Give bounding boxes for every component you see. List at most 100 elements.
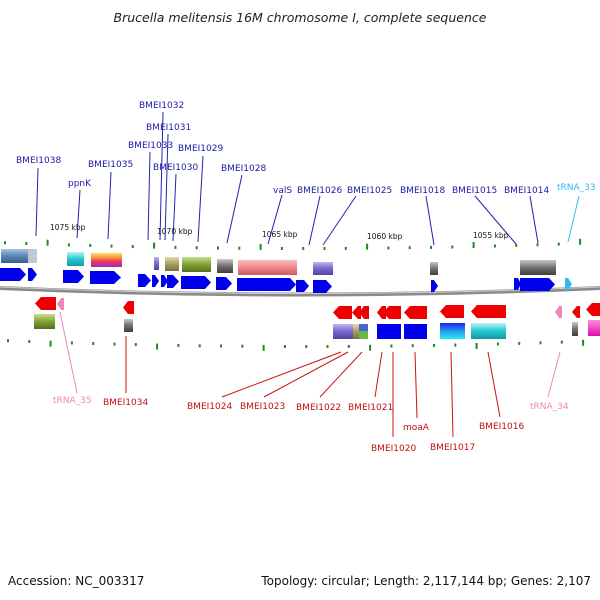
label-bmei1023[interactable]: BMEI1023 (240, 402, 285, 412)
feature-block (333, 324, 353, 339)
reverse-gene-arrow (123, 301, 134, 314)
scale-tick (110, 244, 113, 248)
label-bmei1022[interactable]: BMEI1022 (296, 403, 341, 413)
scale-tick (302, 247, 305, 250)
chromosome-backbone-highlight (0, 286, 600, 294)
trna33-leader (567, 195, 580, 243)
scale-tick (496, 342, 499, 346)
scale-tick (557, 242, 560, 246)
scale-tick (344, 246, 347, 250)
scale-tick (433, 343, 435, 347)
scale-tick (49, 340, 52, 347)
forward-gene-arrows (0, 268, 555, 293)
reverse-gene-arrows (35, 297, 600, 319)
scale-tick (515, 243, 518, 247)
feature-block (430, 262, 438, 275)
label-bmei1026[interactable]: BMEI1026 (297, 186, 342, 196)
scale-tick (475, 343, 478, 349)
forward-gene-arrow (138, 274, 151, 287)
scale-tick (198, 344, 201, 348)
scale-tick (134, 343, 137, 347)
scale-ticks-bottom (7, 339, 585, 351)
label-bmei1024[interactable]: BMEI1024 (187, 402, 232, 412)
scale-tick (46, 239, 49, 246)
scale-tick (366, 243, 369, 250)
forward-gene-arrow (514, 278, 521, 290)
feature-block (404, 324, 427, 339)
feature-block (124, 319, 133, 332)
scale-tick (7, 339, 9, 343)
feature-block (217, 259, 233, 273)
scale-tick (582, 339, 585, 346)
label-bmei1034[interactable]: BMEI1034 (103, 398, 148, 408)
scale-tick (518, 341, 521, 345)
forward-gene-arrow (152, 275, 159, 287)
scale-tick (67, 243, 70, 247)
label-trna-34[interactable]: tRNA_34 (530, 402, 569, 412)
forward-gene-arrow (0, 268, 26, 281)
feature-block (377, 324, 401, 339)
scale-tick (472, 242, 475, 248)
forward-gene-arrow (181, 276, 211, 289)
scale-tick (153, 242, 156, 249)
scale-tick (454, 343, 457, 347)
scale-ticks-top (4, 238, 582, 250)
label-bmei1025[interactable]: BMEI1025 (347, 186, 392, 196)
scale-tick (326, 345, 329, 348)
chromosome-backbone (0, 286, 600, 297)
label-bmei1014[interactable]: BMEI1014 (504, 186, 549, 196)
forward-gene-arrow (167, 275, 179, 288)
reverse-gene-arrow (572, 306, 580, 318)
reverse-gene-arrow (35, 297, 56, 310)
label-bmei1030[interactable]: BMEI1030 (153, 163, 198, 173)
label-trna-33[interactable]: tRNA_33 (557, 183, 596, 193)
scale-tick (217, 246, 219, 250)
scale-label-1075: 1075 kbp (50, 223, 86, 232)
scale-tick (408, 246, 411, 250)
reverse-gene-arrow (471, 305, 506, 318)
scale-tick (347, 344, 350, 348)
reverse-gene-arrow (440, 305, 464, 318)
label-ppnk[interactable]: ppnK (68, 179, 92, 189)
feature-block (154, 257, 159, 270)
scale-tick (390, 344, 393, 348)
label-vals[interactable]: valS (273, 186, 292, 196)
scale-tick (280, 247, 283, 250)
scale-tick (241, 344, 244, 348)
label-bmei1035[interactable]: BMEI1035 (88, 160, 133, 170)
label-bmei1018[interactable]: BMEI1018 (400, 186, 445, 196)
forward-gene-arrow (63, 270, 84, 283)
forward-gene-arrow (520, 278, 555, 291)
scale-tick (4, 241, 6, 245)
label-moaa[interactable]: moaA (403, 423, 430, 433)
scale-tick (113, 342, 116, 346)
label-bmei1016[interactable]: BMEI1016 (479, 422, 524, 432)
reverse-gene-arrow (586, 303, 600, 316)
feature-block (588, 320, 600, 336)
label-bmei1021[interactable]: BMEI1021 (348, 403, 393, 413)
trna34-leader (547, 351, 561, 398)
trna34-feature (555, 306, 562, 318)
forward-gene-arrow (28, 268, 37, 281)
scale-tick (174, 245, 177, 249)
genome-summary: Topology: circular; Length: 2,117,144 bp… (261, 574, 591, 588)
label-bmei1029[interactable]: BMEI1029 (178, 144, 223, 154)
scale-tick (323, 247, 326, 250)
scale-tick (89, 244, 92, 247)
label-bmei1017[interactable]: BMEI1017 (430, 443, 475, 453)
label-bmei1032[interactable]: BMEI1032 (139, 101, 184, 111)
label-bmei1033[interactable]: BMEI1033 (128, 141, 173, 151)
feature-block (34, 314, 55, 329)
scale-tick (25, 242, 28, 245)
forward-gene-arrow (161, 275, 168, 287)
label-trna-35[interactable]: tRNA_35 (53, 396, 92, 406)
reverse-gene-arrow (383, 306, 401, 319)
label-bmei1015[interactable]: BMEI1015 (452, 186, 497, 196)
label-bmei1038[interactable]: BMEI1038 (16, 156, 61, 166)
label-bmei1028[interactable]: BMEI1028 (221, 164, 266, 174)
label-bmei1031[interactable]: BMEI1031 (146, 123, 191, 133)
scale-tick (156, 343, 159, 350)
label-bmei1020[interactable]: BMEI1020 (371, 444, 416, 454)
trna35-feature (57, 298, 64, 310)
trna35-leader (59, 311, 78, 394)
